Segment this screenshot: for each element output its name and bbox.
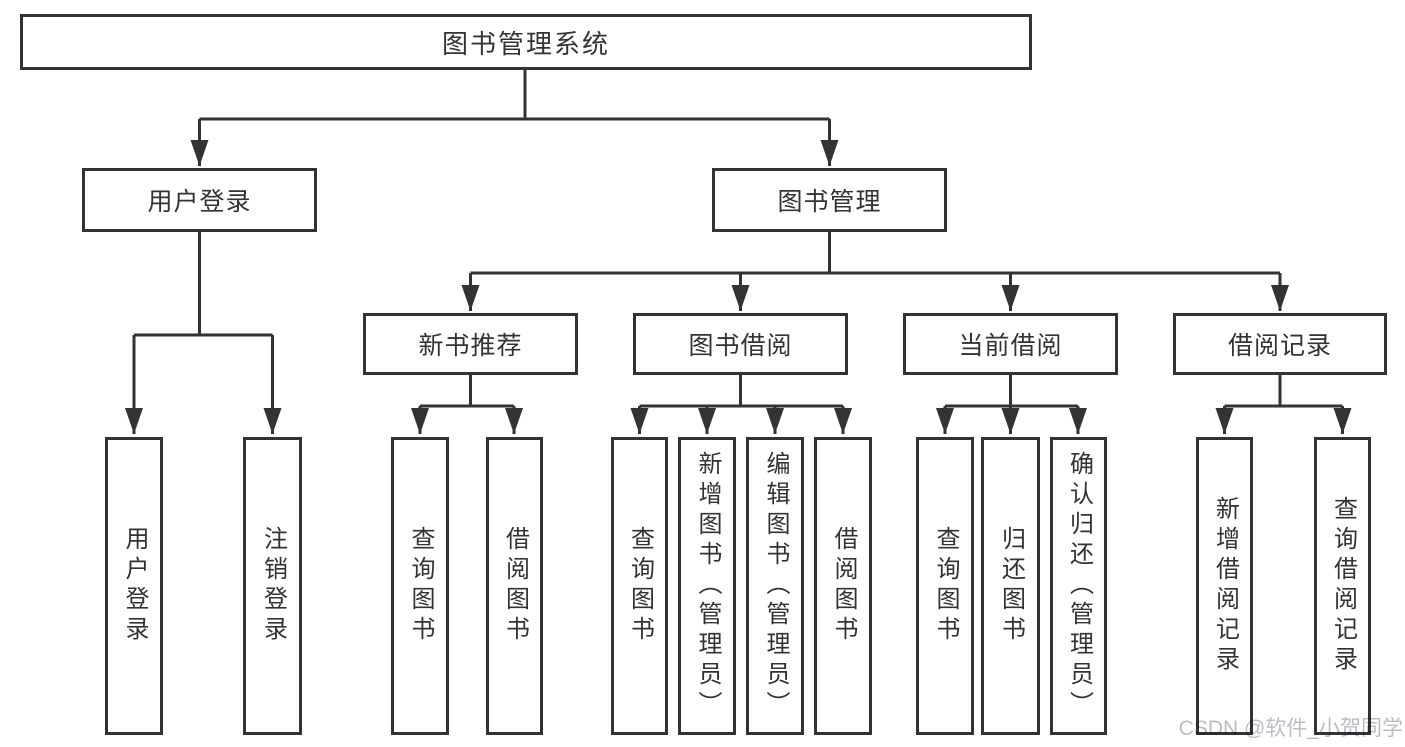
- leaf-add-books-admin: 新增图书（管理员）: [678, 437, 736, 735]
- leaf-add-borrow-record: 新增借阅记录: [1196, 437, 1253, 735]
- node-user-login: 用户登录: [82, 168, 317, 232]
- leaf-return-books: 归还图书: [981, 437, 1040, 735]
- leaf-borrow-books-recommend: 借阅图书: [486, 437, 543, 735]
- branch-book-borrow: [630, 375, 852, 434]
- branch-new-book-recommend: [411, 375, 523, 434]
- csdn-watermark: CSDN @软件_小贺同学: [1178, 717, 1403, 740]
- branch-book-management: [461, 232, 1289, 311]
- leaf-query-books-recommend: 查询图书: [391, 437, 449, 735]
- leaf-user-login: 用户登录: [105, 437, 163, 735]
- branch-borrow-records: [1215, 375, 1352, 434]
- leaf-confirm-return-admin: 确认归还（管理员）: [1050, 437, 1107, 735]
- leaf-borrow-books: 借阅图书: [814, 437, 872, 735]
- node-borrow-records: 借阅记录: [1173, 313, 1387, 375]
- leaf-query-books-borrow: 查询图书: [611, 437, 668, 735]
- node-new-book-recommend: 新书推荐: [363, 313, 578, 375]
- leaf-logout: 注销登录: [243, 437, 302, 735]
- leaf-query-borrow-record: 查询借阅记录: [1314, 437, 1371, 735]
- node-book-borrow: 图书借阅: [633, 313, 848, 375]
- node-current-borrow: 当前借阅: [903, 313, 1118, 375]
- branch-user-login: [125, 232, 282, 434]
- node-book-management: 图书管理: [712, 168, 947, 232]
- branch-current-borrow: [936, 375, 1087, 434]
- leaf-query-books-current: 查询图书: [916, 437, 974, 735]
- leaf-edit-books-admin: 编辑图书（管理员）: [746, 437, 804, 735]
- node-root: 图书管理系统: [20, 14, 1032, 70]
- branch-root-to-level2: [190, 70, 839, 166]
